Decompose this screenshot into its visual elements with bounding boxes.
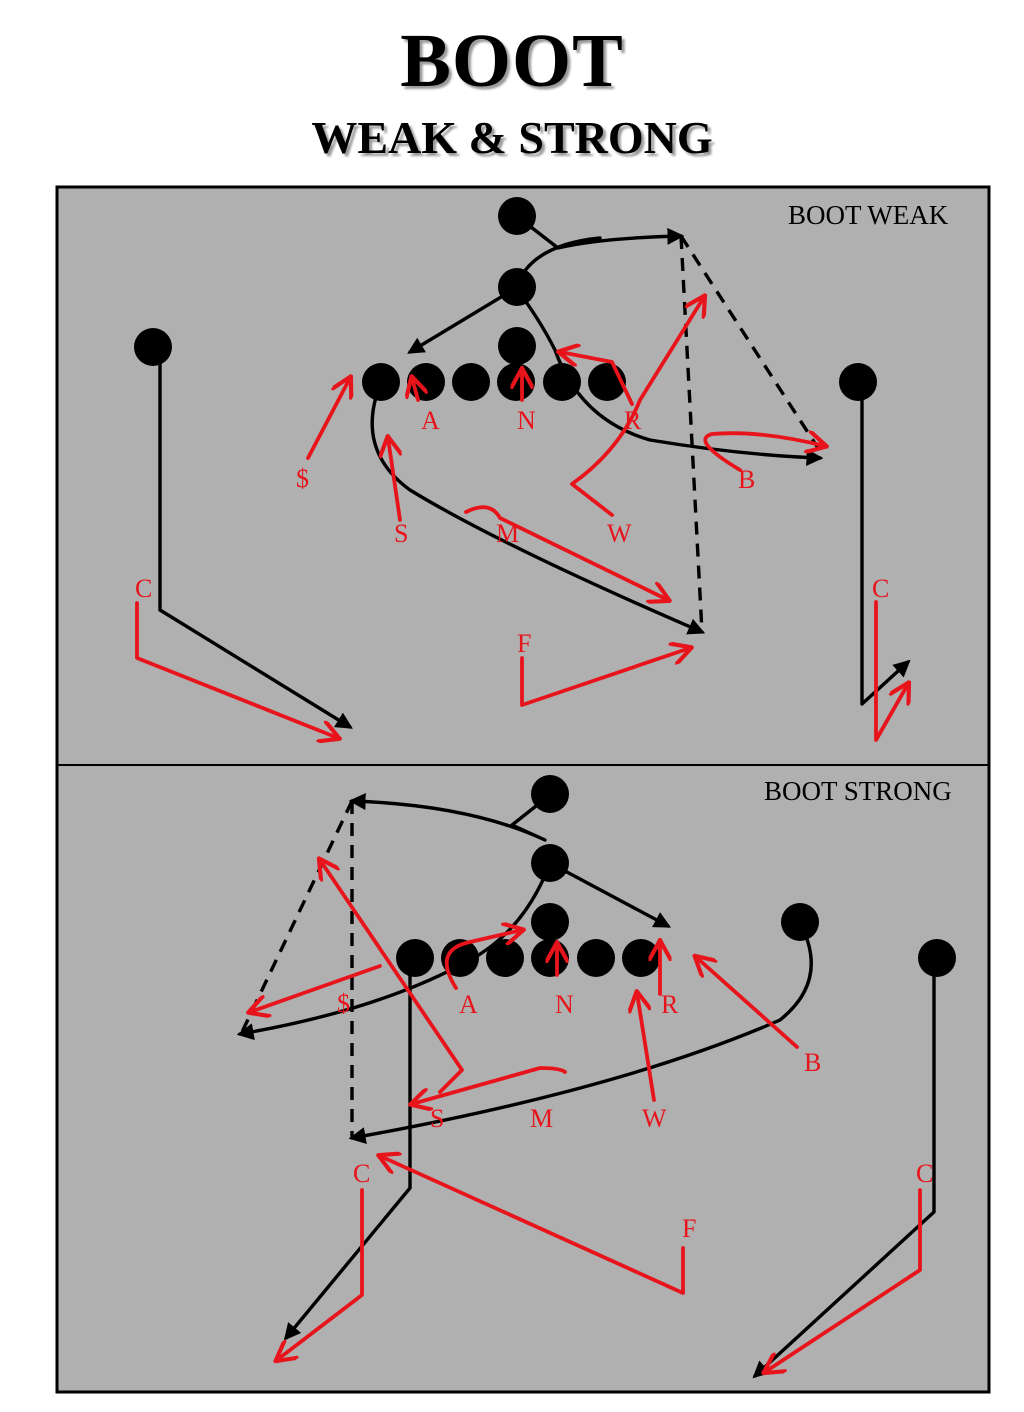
player-dot bbox=[497, 363, 535, 401]
player-dot bbox=[622, 939, 660, 977]
defender-label: $ bbox=[337, 989, 350, 1018]
defender-label: R bbox=[624, 406, 642, 435]
player-dot bbox=[498, 327, 536, 365]
defender-label: S bbox=[394, 519, 408, 548]
defender-label: S bbox=[430, 1104, 444, 1133]
offense-players-weak bbox=[134, 197, 877, 401]
player-dot bbox=[486, 939, 524, 977]
defender-label: C bbox=[916, 1159, 933, 1188]
defender-label: W bbox=[642, 1104, 667, 1133]
defender-label: C bbox=[135, 574, 152, 603]
player-dot bbox=[498, 197, 536, 235]
defense-routes-weak bbox=[135, 297, 908, 740]
panel-title-boot-strong: BOOT STRONG bbox=[764, 776, 952, 806]
player-dot bbox=[543, 363, 581, 401]
player-dot bbox=[781, 903, 819, 941]
defense-routes-strong bbox=[250, 860, 922, 1372]
defender-label: F bbox=[517, 629, 531, 658]
player-dot bbox=[531, 844, 569, 882]
panel-boot-strong: BOOT STRONG bbox=[236, 775, 956, 1379]
player-dot bbox=[531, 775, 569, 813]
player-dot bbox=[441, 939, 479, 977]
player-dot bbox=[577, 939, 615, 977]
defender-label: B bbox=[738, 465, 755, 494]
defender-label: W bbox=[607, 519, 632, 548]
play-subtitle: WEAK & STRONG bbox=[311, 112, 713, 163]
player-dot bbox=[134, 328, 172, 366]
player-dot bbox=[531, 903, 569, 941]
defender-label: C bbox=[353, 1159, 370, 1188]
defense-labels-strong: $ A N R B S M W C C F bbox=[337, 989, 933, 1243]
player-dot bbox=[362, 363, 400, 401]
defender-label: R bbox=[661, 990, 679, 1019]
defender-label: M bbox=[496, 519, 519, 548]
player-dot bbox=[918, 939, 956, 977]
defender-label: C bbox=[872, 574, 889, 603]
player-dot bbox=[839, 363, 877, 401]
defender-label: N bbox=[517, 406, 536, 435]
panel-title-boot-weak: BOOT WEAK bbox=[788, 200, 949, 230]
panel-boot-weak: BOOT WEAK bbox=[134, 197, 949, 740]
player-dot bbox=[498, 268, 536, 306]
defender-label: N bbox=[555, 990, 574, 1019]
defender-label: A bbox=[421, 406, 440, 435]
player-dot bbox=[396, 939, 434, 977]
defense-labels-weak: $ A N R B S M W C C F bbox=[135, 406, 889, 658]
player-dot bbox=[531, 939, 569, 977]
player-dot bbox=[452, 363, 490, 401]
defender-label: B bbox=[804, 1048, 821, 1077]
defender-label: $ bbox=[296, 464, 309, 493]
defender-label: F bbox=[682, 1214, 696, 1243]
defender-label: M bbox=[530, 1104, 553, 1133]
play-title: BOOT bbox=[400, 19, 624, 103]
defender-label: A bbox=[459, 990, 478, 1019]
